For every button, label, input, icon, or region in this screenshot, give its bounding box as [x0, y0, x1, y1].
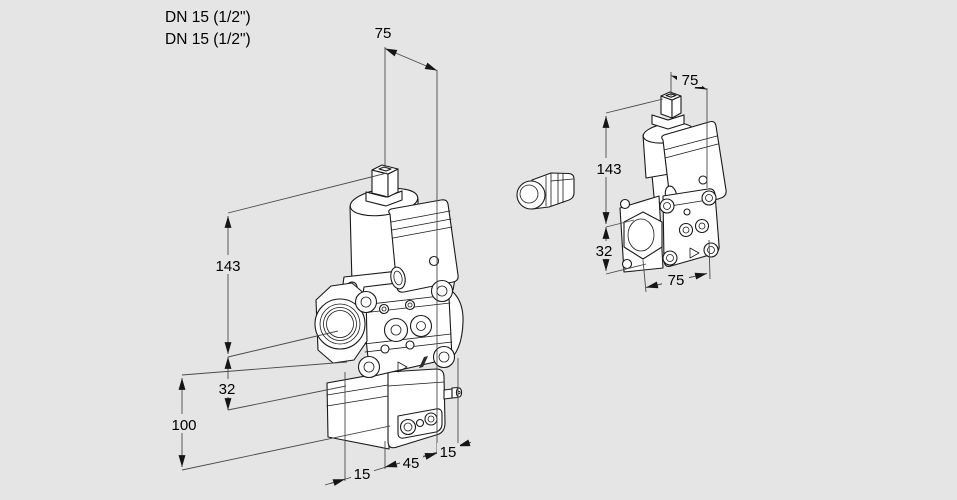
- type-mark: [419, 356, 428, 368]
- regulator-block: [326, 368, 446, 450]
- side-top-plug: [651, 91, 685, 130]
- connection-size-label-1: DN 15 (1/2"): [165, 9, 251, 26]
- test-nipple: [443, 386, 463, 400]
- cable-gland-drawing: [516, 172, 575, 210]
- terminal-box-screw: [428, 255, 440, 267]
- pipe-connection-hex: [623, 211, 663, 260]
- terminal-box: [388, 199, 459, 293]
- dim-front-body-width: 45: [403, 455, 420, 472]
- dim-side-height-coil: 143: [596, 161, 621, 178]
- pipe-flange: [314, 282, 368, 364]
- dim-front-width-top: 75: [375, 25, 392, 42]
- side-terminal-box-screw: [698, 175, 708, 185]
- valve-body: [361, 276, 453, 378]
- dim-front-regulator-height: 100: [171, 417, 196, 434]
- front-view-drawing: [314, 164, 464, 450]
- connection-labels: DN 15 (1/2") DN 15 (1/2"): [165, 9, 251, 48]
- pressure-test-port: [409, 314, 433, 338]
- pressure-test-port: [383, 317, 409, 343]
- dim-front-height-coil: 143: [215, 258, 240, 275]
- dim-side-axis-offset: 32: [596, 243, 613, 260]
- side-valve-body: [619, 188, 720, 273]
- dim-front-axis-offset: 32: [219, 381, 236, 398]
- side-view-dimensions: 75 143 32 75: [591, 70, 711, 293]
- side-flow-direction-triangle: [689, 247, 700, 259]
- connection-size-label-2: DN 15 (1/2"): [165, 31, 251, 48]
- dim-side-width-top: 75: [682, 72, 699, 89]
- dim-side-width-bottom: 75: [668, 272, 685, 289]
- front-view-dimensions: 75 143 32 100 15 45 15: [165, 25, 472, 486]
- top-plug-connector: [365, 164, 403, 207]
- dim-front-offset-left: 15: [354, 466, 371, 483]
- dim-front-offset-right: 15: [440, 444, 457, 461]
- side-view-drawing: [619, 91, 727, 273]
- flow-direction-triangle: [397, 361, 408, 373]
